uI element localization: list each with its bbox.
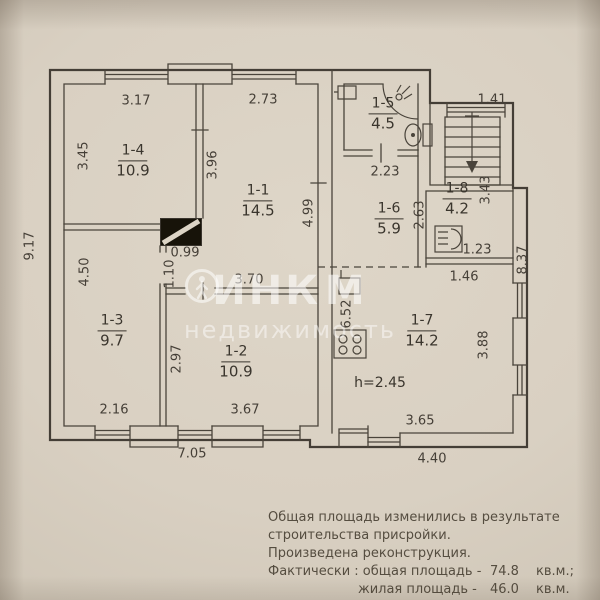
dim-label: 6.52 xyxy=(339,299,355,329)
corridor-partition xyxy=(165,282,319,300)
door-arc xyxy=(382,83,419,120)
dim-label: 9.17 xyxy=(22,231,38,261)
dim-label: 1.41 xyxy=(477,92,507,108)
dim-label: 8.37 xyxy=(515,245,531,275)
dim-label: 3.17 xyxy=(121,93,151,109)
dim-label: 3.67 xyxy=(230,402,260,418)
dim-label: 4.99 xyxy=(301,198,317,228)
window-right-2 xyxy=(512,364,528,396)
dim-label: 3.65 xyxy=(405,413,435,429)
room-number: 1-3 xyxy=(97,312,127,331)
dim-label: 2.73 xyxy=(248,92,278,108)
dim-label: 1.10 xyxy=(162,259,178,289)
room-number: 1-7 xyxy=(407,312,437,331)
stair-direction-arrow xyxy=(465,112,479,164)
room-area: 4.5 xyxy=(371,113,395,132)
room-area: 10.9 xyxy=(116,160,150,179)
room-area: 4.2 xyxy=(445,198,469,217)
note-line-3: Произведена реконструкция. xyxy=(268,546,471,561)
room-label-1-7: 1-7 14.2 xyxy=(405,312,438,349)
note-total-area-unit: кв.м.; xyxy=(536,564,574,579)
room-label-1-2: 1-2 10.9 xyxy=(219,343,252,380)
partition-wall xyxy=(191,83,209,219)
sink-icon xyxy=(334,85,357,100)
window-right-1 xyxy=(512,282,528,319)
dim-label: 4.40 xyxy=(417,451,447,467)
note-living-area-value: 46.0 xyxy=(490,582,519,597)
dim-label: 1.46 xyxy=(449,269,479,285)
dim-label: 3.70 xyxy=(234,272,264,288)
room-label-1-4: 1-4 10.9 xyxy=(116,142,149,179)
room-area: 14.5 xyxy=(241,200,275,219)
shower-valve-icon xyxy=(395,84,413,101)
stove-icon xyxy=(333,329,367,359)
kitchen-sink-icon xyxy=(338,270,361,295)
room-number: 1-2 xyxy=(221,343,251,362)
dim-label: 2.63 xyxy=(412,200,428,230)
note-total-area-label: Фактически : общая площадь - xyxy=(268,564,482,579)
note-living-area-label: жилая площадь - xyxy=(358,582,477,597)
window-kitchen xyxy=(367,432,401,448)
dim-label: 3.43 xyxy=(478,175,494,205)
note-line-1: Общая площадь изменились в результате xyxy=(268,510,560,525)
dim-label: 0.99 xyxy=(170,245,200,261)
room-number: 1-5 xyxy=(368,95,398,114)
room-area: 14.2 xyxy=(405,330,439,349)
room-area: 10.9 xyxy=(219,361,253,380)
dim-label: 3.88 xyxy=(476,330,492,360)
toilet-icon xyxy=(404,123,433,147)
exterior-wall-outline xyxy=(48,68,529,449)
room-area: 9.7 xyxy=(100,330,124,349)
staircase xyxy=(444,116,501,186)
room-label-1-1: 1-1 14.5 xyxy=(241,182,274,219)
room-label-1-6: 1-6 5.9 xyxy=(374,200,404,237)
dim-label: 2.97 xyxy=(169,344,185,374)
dim-label: 2.16 xyxy=(99,402,129,418)
note-total-area-value: 74.8 xyxy=(490,564,519,579)
window-top xyxy=(104,69,297,85)
note-living-area-unit: кв.м. xyxy=(536,582,570,597)
room-label-1-5: 1-5 4.5 xyxy=(368,95,398,132)
dim-label: 1.23 xyxy=(462,242,492,258)
room-area: 5.9 xyxy=(377,218,401,237)
dim-label: 3.45 xyxy=(76,141,92,171)
bathroom-walls xyxy=(343,83,419,151)
ceiling-height-note: h=2.45 xyxy=(354,375,406,391)
dim-label: 4.50 xyxy=(77,257,93,287)
window-bottom xyxy=(94,425,301,441)
room-number: 1-4 xyxy=(118,142,148,161)
window-stairs xyxy=(446,102,506,118)
boiler-icon xyxy=(434,225,463,253)
room-number: 1-1 xyxy=(243,182,273,201)
dim-label: 3.96 xyxy=(205,150,221,180)
room-label-1-3: 1-3 9.7 xyxy=(97,312,127,349)
note-line-2: строительства присройки. xyxy=(268,528,451,543)
room-number: 1-8 xyxy=(442,180,472,199)
dim-label: 2.23 xyxy=(370,164,400,180)
room-number: 1-6 xyxy=(374,200,404,219)
room-label-1-8: 1-8 4.2 xyxy=(442,180,472,217)
dim-label: 7.05 xyxy=(177,446,207,462)
